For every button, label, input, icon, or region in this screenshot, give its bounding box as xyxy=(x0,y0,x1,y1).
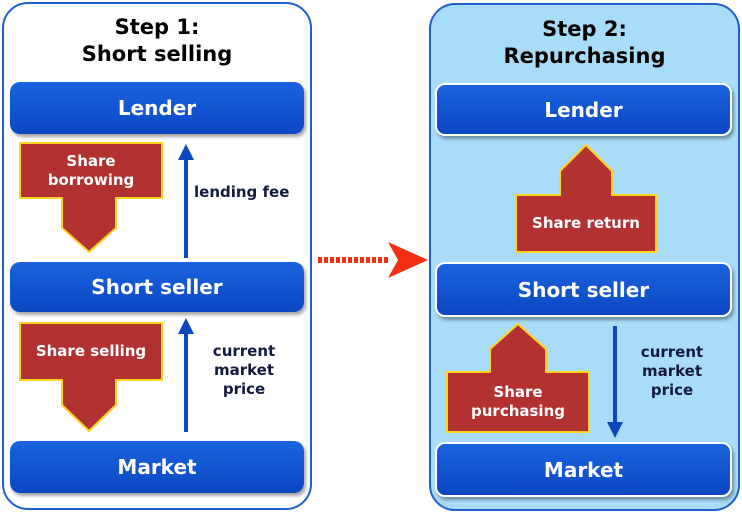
share-selling-box: Share selling xyxy=(20,323,162,380)
step1-market-box: Market xyxy=(10,441,304,493)
step2-price-line3: price xyxy=(650,381,694,399)
step2-short-seller-box: Short seller xyxy=(435,262,732,317)
step2-lender-label: Lender xyxy=(544,97,623,122)
step2-price-line1: current xyxy=(640,343,704,361)
share-purchasing-box: Share purchasing xyxy=(447,372,589,432)
step1-lender-box: Lender xyxy=(10,82,304,134)
step2-market-box: Market xyxy=(435,442,732,497)
step1-title-line1: Step 1: xyxy=(114,15,200,39)
step2-title: Step 2: Repurchasing xyxy=(429,16,740,70)
step2-market-label: Market xyxy=(543,457,624,482)
step2-price-label: current market price xyxy=(624,343,720,400)
step1-market-label: Market xyxy=(117,455,197,479)
share-borrowing-box: Share borrowing xyxy=(20,143,162,198)
share-return-arrow-shape xyxy=(515,144,657,253)
step1-price-line3: price xyxy=(222,380,266,398)
share-borrowing-arrow-shape xyxy=(19,142,163,253)
lending-fee-label: lending fee xyxy=(194,183,290,201)
share-purchasing-line2: purchasing xyxy=(471,402,565,420)
share-purchasing-arrow-shape xyxy=(446,323,590,433)
step2-short-seller-label: Short seller xyxy=(517,277,650,302)
step1-price-label: current market price xyxy=(196,342,292,399)
share-purchasing-line1: Share xyxy=(493,383,543,401)
step2-title-line2: Repurchasing xyxy=(503,44,666,68)
share-borrowing-line2: borrowing xyxy=(47,170,135,189)
step2-lender-box: Lender xyxy=(435,83,732,136)
step2-price-line2: market xyxy=(641,362,703,380)
step1-price-line2: market xyxy=(213,361,275,379)
share-return-label: Share return xyxy=(532,214,640,232)
step2-title-line1: Step 2: xyxy=(542,17,627,41)
share-selling-arrow-shape xyxy=(19,322,163,432)
share-borrowing-line1: Share xyxy=(66,151,116,170)
step1-title-line2: Short selling xyxy=(81,42,233,66)
step1-lender-label: Lender xyxy=(117,96,197,120)
step1-short-seller-box: Short seller xyxy=(10,262,304,312)
step1-short-seller-label: Short seller xyxy=(91,275,223,299)
share-selling-label: Share selling xyxy=(35,342,147,360)
step1-price-line1: current xyxy=(212,342,276,360)
transition-arrow xyxy=(318,242,428,278)
share-return-box: Share return xyxy=(516,195,656,252)
step1-title: Step 1: Short selling xyxy=(2,14,312,68)
